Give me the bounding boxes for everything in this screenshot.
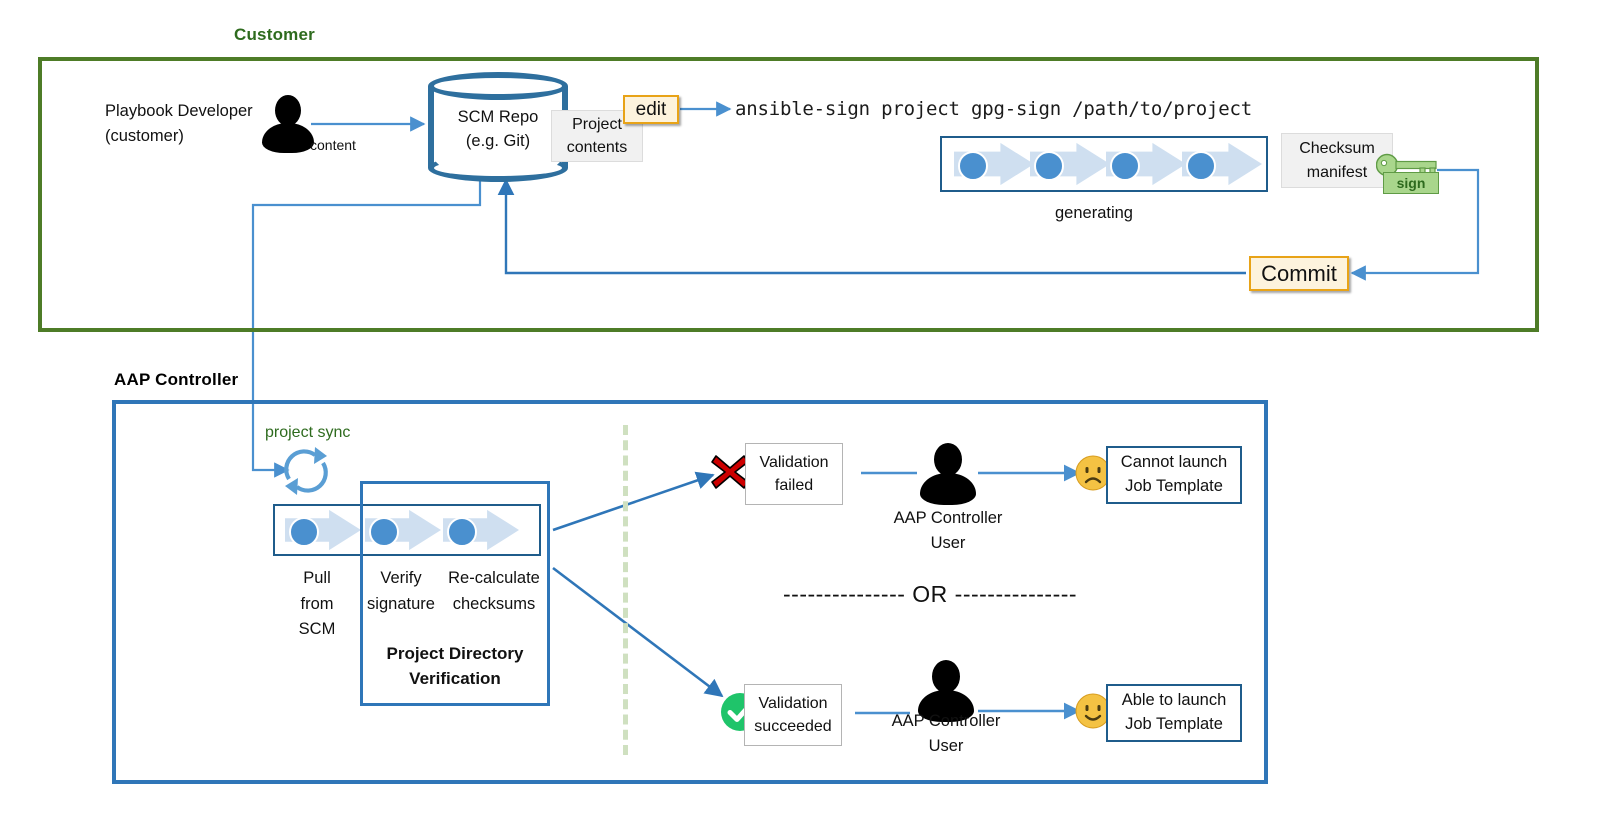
key-icon <box>1375 152 1438 178</box>
playbook-developer-label-line1: Playbook Developer <box>105 102 253 120</box>
aap-controller-section-title: AAP Controller <box>114 370 239 389</box>
verify-signature-step-label: Verify signature <box>357 566 445 617</box>
pipeline-chevron <box>1106 142 1186 186</box>
or-divider: --------------- OR --------------- <box>783 581 1078 607</box>
pull-from-scm-step-label: Pull from SCM <box>287 566 347 643</box>
verification-title-line2: Verification <box>409 668 501 688</box>
recalculate-checksums-step-label: Re-calculate checksums <box>440 566 548 617</box>
checksum-manifest-box: Checksum manifest <box>1281 133 1393 188</box>
project-contents-line1: Project <box>572 115 622 133</box>
scm-repo-label-line1: SCM Repo <box>457 108 539 126</box>
person-icon <box>262 95 314 153</box>
red-x-icon <box>708 450 752 494</box>
aap-controller-section-frame <box>112 400 1268 784</box>
person-icon <box>918 660 974 722</box>
project-sync-label: project sync <box>265 424 351 441</box>
pipeline-chevron <box>1030 142 1110 186</box>
validation-failed-line2: failed <box>774 477 814 494</box>
outcome-succeeded-line1: Able to launch <box>1121 691 1227 710</box>
outcome-failed-line1: Cannot launch <box>1120 453 1228 472</box>
validation-succeeded-line2: succeeded <box>754 718 832 735</box>
generating-pipeline-band <box>940 136 1268 192</box>
pull-step-line1: Pull <box>303 569 331 587</box>
user-label-line1: AAP Controller <box>893 509 1003 527</box>
aap-controller-user-label-failed: AAP Controller User <box>880 506 1016 556</box>
project-contents-line2: contents <box>566 139 628 156</box>
verification-title-line1: Project Directory <box>386 644 524 663</box>
generating-label: generating <box>1055 204 1133 222</box>
pull-step-line2: from <box>300 594 334 613</box>
project-contents-callout: Project contents <box>551 110 643 162</box>
recalc-step-line2: checksums <box>452 594 536 613</box>
project-directory-verification-box <box>360 481 550 706</box>
outcome-failed-line2: Job Template <box>1125 477 1223 495</box>
ansible-sign-command: ansible-sign project gpg-sign /path/to/p… <box>735 98 1252 120</box>
customer-section-title: Customer <box>234 25 315 44</box>
pipeline-chevron-verify <box>365 509 441 551</box>
able-to-launch-job-template-box: Able to launch Job Template <box>1106 684 1242 742</box>
validation-succeeded-box: Validation succeeded <box>744 684 842 746</box>
refresh-sync-icon <box>275 443 337 497</box>
validation-failed-box: Validation failed <box>745 443 843 505</box>
edit-button[interactable]: edit <box>619 95 683 124</box>
scm-repo-label-line2: (e.g. Git) <box>465 131 531 150</box>
user-label-line2: User <box>930 533 966 552</box>
commit-button[interactable]: Commit <box>1245 256 1353 291</box>
verify-step-line1: Verify <box>380 569 422 587</box>
outcome-succeeded-line2: Job Template <box>1125 715 1223 733</box>
slightly-smiling-face-icon <box>1075 693 1111 729</box>
cannot-launch-job-template-box: Cannot launch Job Template <box>1106 446 1242 504</box>
project-directory-verification-title: Project Directory Verification <box>360 642 550 691</box>
sign-badge: sign <box>1383 172 1439 194</box>
playbook-developer-label-line2: (customer) <box>105 127 184 145</box>
recalc-step-line1: Re-calculate <box>448 569 540 587</box>
pull-step-line3: SCM <box>298 620 336 639</box>
verify-step-line2: signature <box>367 594 435 613</box>
pipeline-chevron-recalc <box>443 509 519 551</box>
user-label-line2: User <box>928 736 964 755</box>
validation-failed-line1: Validation <box>759 453 829 471</box>
aap-controller-user-label-succeeded: AAP Controller User <box>878 709 1014 759</box>
customer-section-frame <box>38 57 1539 332</box>
branch-divider-dashed-line <box>623 425 628 755</box>
person-icon <box>920 443 976 505</box>
project-pipeline-band <box>273 504 541 556</box>
user-label-line1: AAP Controller <box>891 712 1001 730</box>
pipeline-chevron <box>954 142 1034 186</box>
checksum-manifest-line2: manifest <box>1306 163 1368 181</box>
content-edge-label: content <box>310 137 356 153</box>
scm-repo-cylinder: SCM Repo (e.g. Git) <box>428 72 568 182</box>
pipeline-chevron <box>1182 142 1262 186</box>
checksum-manifest-line1: Checksum <box>1299 140 1375 158</box>
validation-succeeded-line1: Validation <box>758 694 828 712</box>
pipeline-chevron-pull <box>285 509 361 551</box>
